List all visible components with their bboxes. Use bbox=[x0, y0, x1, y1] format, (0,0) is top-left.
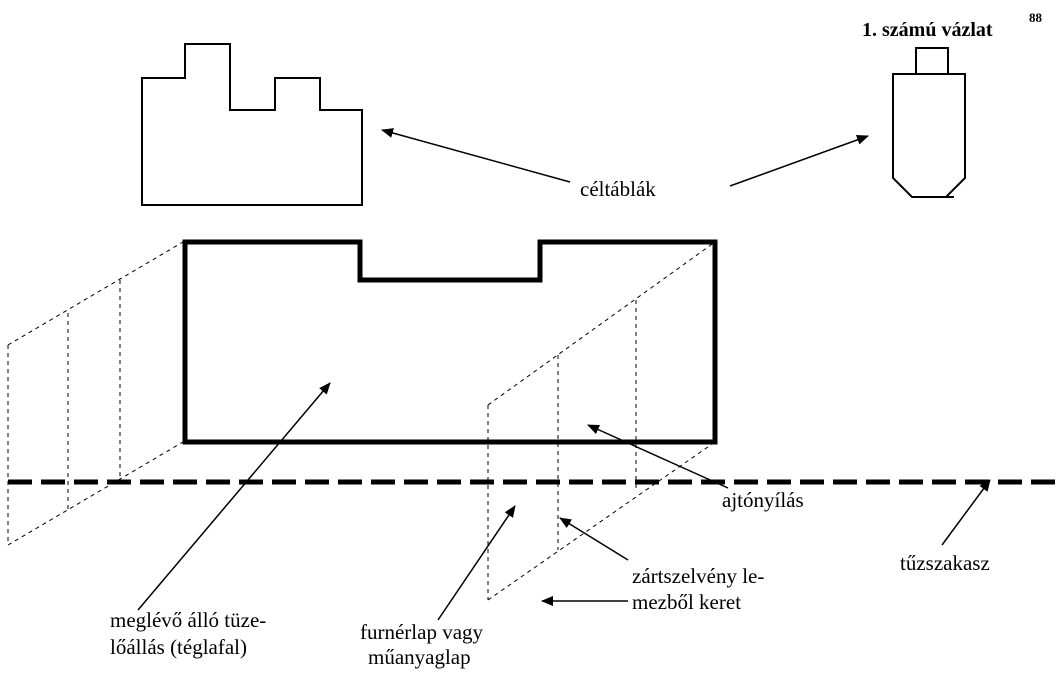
label-firing-line: tűzszakasz bbox=[900, 551, 990, 575]
label-veneer-line2: műanyaglap bbox=[368, 645, 471, 669]
left-dashed-panels bbox=[7, 241, 184, 546]
target-silhouette-left bbox=[141, 43, 363, 206]
title-footnote-marker: 88 bbox=[1029, 10, 1043, 25]
label-veneer-line1: furnérlap vagy bbox=[360, 620, 484, 644]
label-door-opening: ajtónyílás bbox=[722, 488, 804, 512]
label-targets: céltáblák bbox=[580, 177, 656, 201]
arrow-to-left-target bbox=[381, 128, 571, 183]
sketch-title: 1. számú vázlat bbox=[862, 19, 993, 41]
label-frame-line2: mezből keret bbox=[632, 590, 741, 614]
arrow-to-frame-post bbox=[559, 517, 629, 561]
arrow-to-right-target bbox=[729, 135, 869, 187]
arrow-to-firing-line bbox=[941, 479, 991, 546]
existing-firing-position-wall bbox=[182, 239, 718, 445]
arrow-to-existing-position bbox=[137, 382, 331, 611]
label-existing-position-line1: meglévő álló tüze- bbox=[110, 608, 266, 632]
arrow-to-veneer-panel bbox=[437, 505, 516, 621]
label-existing-position-line2: lőállás (téglafal) bbox=[110, 635, 247, 659]
arrow-to-door-opening bbox=[587, 424, 729, 489]
target-silhouette-right bbox=[892, 47, 966, 198]
label-frame-line1: zártszelvény le- bbox=[632, 564, 764, 588]
right-dashed-frame bbox=[487, 241, 716, 601]
